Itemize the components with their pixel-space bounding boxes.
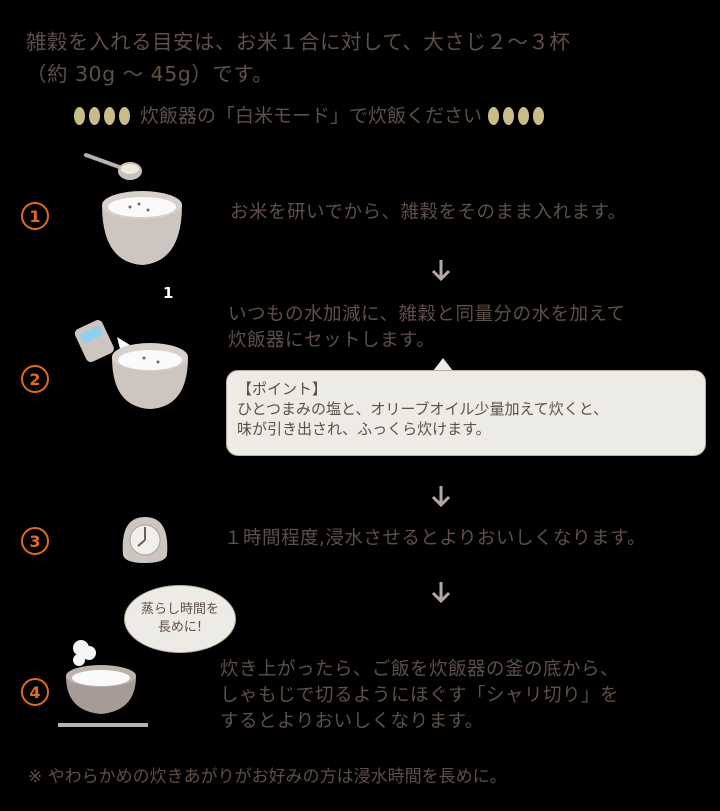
grain-decoration-right (488, 107, 548, 125)
point-box-title: 【ポイント】 (237, 380, 328, 398)
point-box-pointer (433, 358, 453, 371)
arrow-down-icon (431, 582, 451, 604)
step-number-4: 4 (21, 678, 49, 706)
grain-icon (533, 107, 545, 125)
grain-icon (488, 107, 500, 125)
grain-icon (119, 107, 130, 125)
grain-icon (74, 107, 85, 125)
step-2-text: いつもの水加減に、雑穀と同量分の水を加えて 炊飯器にセットします。 (228, 304, 626, 351)
speech-bubble: 蒸らし時間を 長めに! (124, 585, 236, 653)
intro-line-2: （約 30g 〜 45g）です。 (26, 62, 274, 86)
footnote: ※ やわらかめの炊きあがりがお好みの方は浸水時間を長めに。 (28, 767, 507, 787)
grain-icon (89, 107, 100, 125)
grain-icon (518, 107, 530, 125)
step-4-text: 炊き上がったら、ご飯を炊飯器の釜の底から、 しゃもじで切るようにほぐす「シャリ切… (220, 659, 620, 732)
step-number-1: 1 (21, 202, 49, 230)
mode-instruction: 炊飯器の「白米モード」で炊飯ください (68, 102, 554, 130)
intro-text: 雑穀を入れる目安は、お米１合に対して、大さじ２〜３杯 （約 30g 〜 45g）… (26, 26, 570, 90)
grain-icon (503, 107, 515, 125)
step-3-text: １時間程度,浸水させるとよりおいしくなります。 (224, 528, 647, 549)
step-number-2: 2 (21, 365, 49, 393)
arrow-down-icon (431, 486, 451, 508)
point-box: 【ポイント】 ひとつまみの塩と、オリーブオイル少量加えて炊くと、 味が引き出され… (226, 370, 706, 456)
stray-label: 1 (163, 284, 174, 302)
rice-pot-with-water-cup-icon (74, 320, 188, 409)
step-number-3: 3 (21, 527, 49, 555)
mode-instruction-text: 炊飯器の「白米モード」で炊飯ください (140, 105, 483, 127)
intro-line-1: 雑穀を入れる目安は、お米１合に対して、大さじ２〜３杯 (26, 30, 571, 54)
rice-pot-with-measuring-spoon-icon (84, 153, 182, 265)
step-1-text: お米を研いでから、雑穀をそのまま入れます。 (230, 202, 627, 223)
grain-icon (104, 107, 115, 125)
grain-decoration-left (74, 107, 134, 125)
arrow-down-icon (431, 260, 451, 282)
rice-bowl-steam-icon (58, 640, 148, 727)
clock-icon (122, 517, 168, 563)
